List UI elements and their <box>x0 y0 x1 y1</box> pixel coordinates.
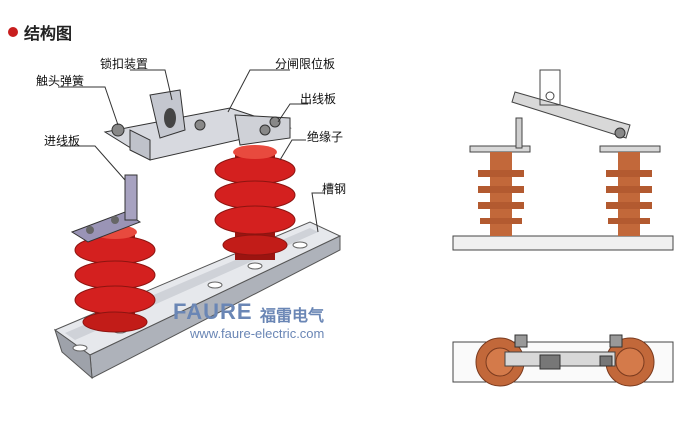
label-lock-device: 锁扣装置 <box>100 57 149 71</box>
inlet-plate <box>70 174 142 243</box>
bullet-dot-icon <box>8 27 18 37</box>
title-text: 结构图 <box>24 24 73 43</box>
label-channel-steel: 槽钢 <box>322 182 347 196</box>
watermark-brand: FAURE <box>173 299 253 324</box>
left-insulator <box>74 225 156 333</box>
label-opening-limit-plate: 分闸限位板 <box>275 57 336 71</box>
label-inlet-plate: 进线板 <box>44 134 81 148</box>
top-plan-view <box>452 334 674 387</box>
section-title: 结构图 <box>8 20 72 44</box>
label-insulator: 绝缘子 <box>307 130 344 144</box>
label-outlet-plate: 出线板 <box>300 92 337 106</box>
watermark-brand-cn: 福雷电气 <box>260 306 325 325</box>
right-insulator <box>214 145 296 260</box>
front-elevation-view <box>452 69 674 251</box>
blade-assembly <box>103 89 292 161</box>
label-contact-spring: 触头弹簧 <box>36 74 85 88</box>
leader-lines <box>58 69 325 233</box>
watermark-url: www.faure-electric.com <box>190 326 325 341</box>
